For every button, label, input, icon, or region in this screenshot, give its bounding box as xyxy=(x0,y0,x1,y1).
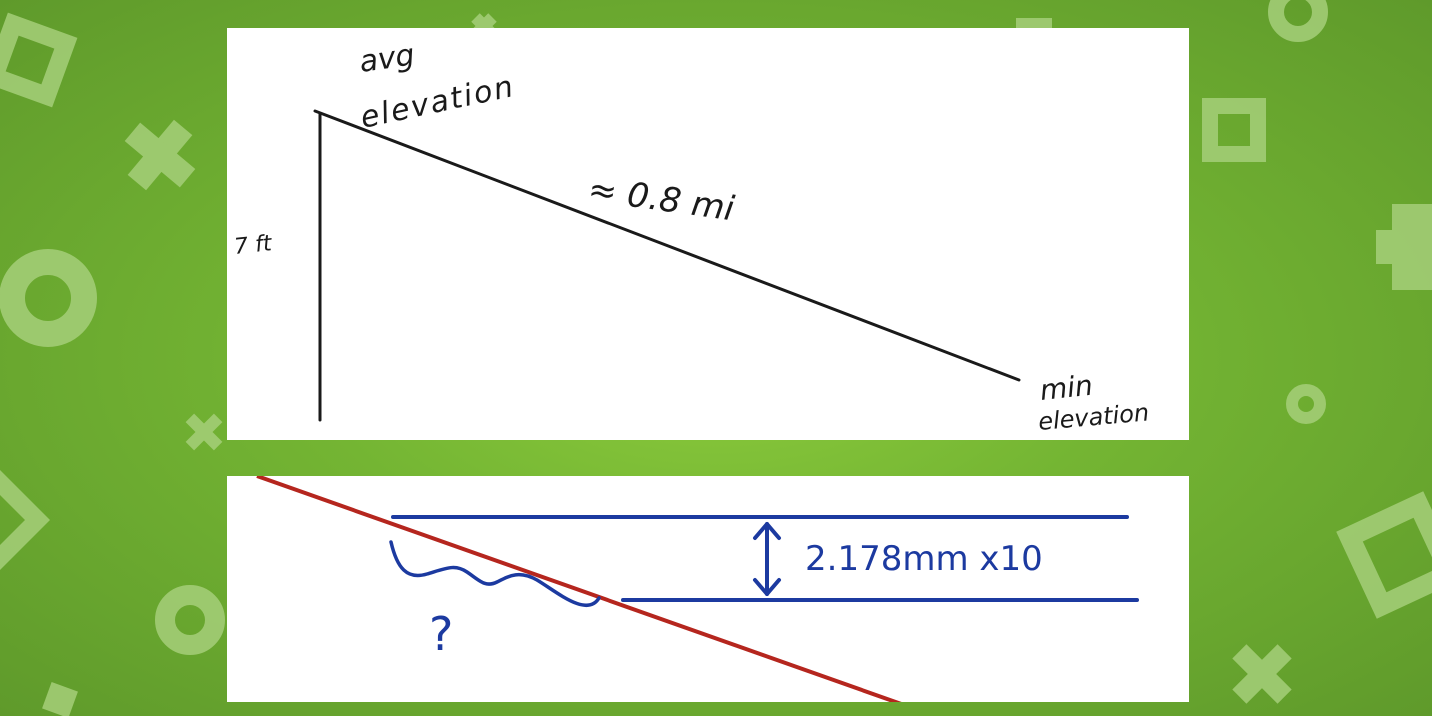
ring-icon xyxy=(1268,0,1328,42)
chevron-icon xyxy=(0,470,50,570)
min-elevation-label-line1: min xyxy=(1038,369,1094,407)
spacing-arrow xyxy=(753,522,781,596)
slope-line xyxy=(313,109,1021,382)
spacing-label: 2.178mm x10 xyxy=(805,539,1043,579)
square-outline-icon xyxy=(1336,491,1432,619)
ring-icon xyxy=(155,585,225,655)
square-outline-icon xyxy=(1202,98,1266,162)
plus-icon xyxy=(124,119,196,191)
ring-icon xyxy=(0,249,97,347)
x-mark-icon xyxy=(185,413,223,451)
x-mark-icon xyxy=(1232,644,1292,704)
avg-elevation-label-line2: elevation xyxy=(357,69,518,136)
square-outline-icon xyxy=(0,12,78,108)
avg-elevation-label-line1: avg xyxy=(357,38,417,80)
contour-diagram-panel: 2.178mm x10 ? xyxy=(227,476,1189,702)
plus-icon xyxy=(1376,204,1432,290)
elevation-diagram: avg elevation 7 ft ≈ 0.8 mi min elevatio… xyxy=(233,38,1150,436)
unknown-distance-label: ? xyxy=(429,607,453,661)
distance-label: ≈ 0.8 mi xyxy=(586,169,737,229)
ring-icon xyxy=(1286,384,1326,424)
slope-line-red xyxy=(256,476,902,702)
distance-brace xyxy=(389,540,601,607)
height-label: 7 ft xyxy=(233,231,274,260)
contour-diagram: 2.178mm x10 ? xyxy=(256,476,1139,702)
elevation-diagram-panel: avg elevation 7 ft ≈ 0.8 mi min elevatio… xyxy=(227,28,1189,440)
